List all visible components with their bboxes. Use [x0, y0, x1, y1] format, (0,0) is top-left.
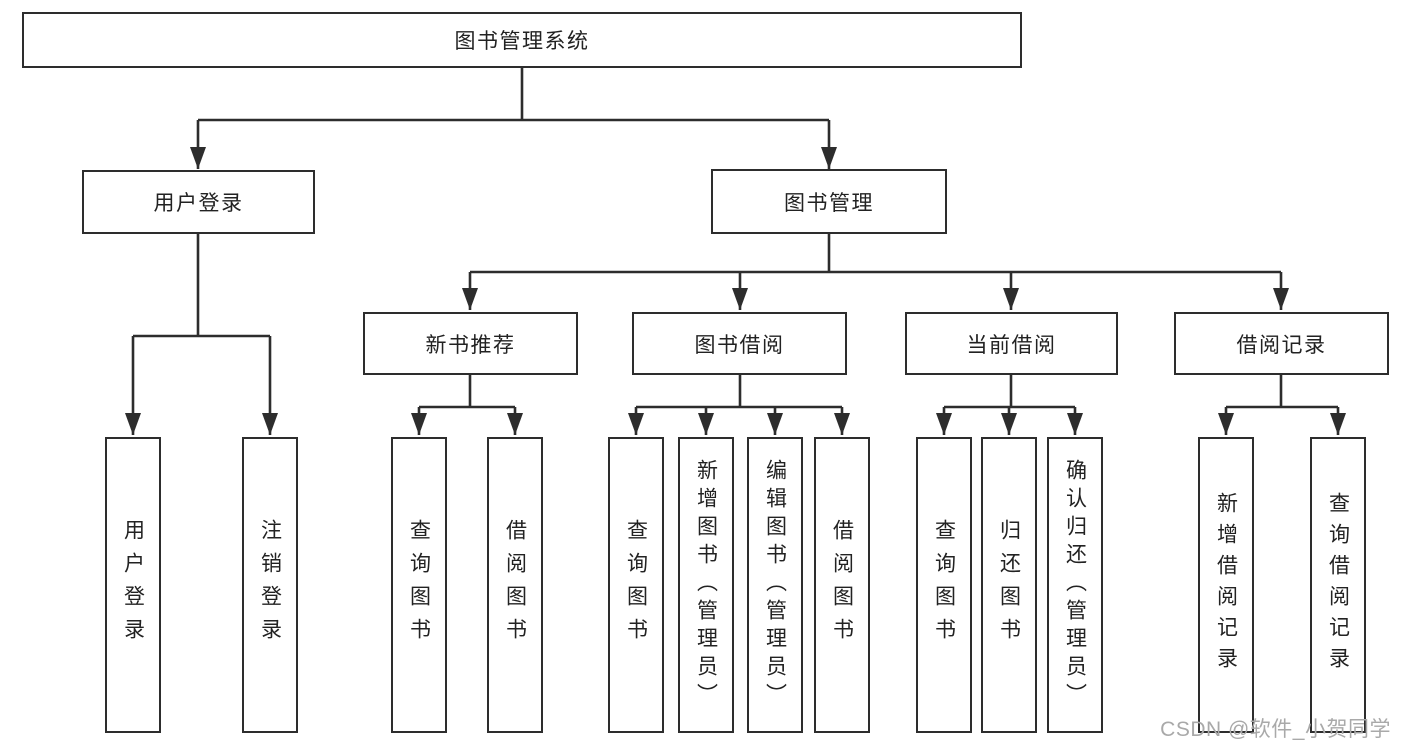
node-label: 借阅图书	[830, 519, 854, 651]
node-label: 编辑图书（管理员）	[763, 459, 787, 711]
connector-book-mgmt-split	[470, 234, 1281, 274]
node-book-borrowing: 图书借阅	[632, 312, 847, 375]
node-label: 借阅图书	[503, 519, 527, 651]
node-current-borrowing: 当前借阅	[905, 312, 1118, 375]
node-borrowing-records: 借阅记录	[1174, 312, 1389, 375]
leaf-user-login: 用户登录	[105, 437, 161, 733]
connector-borrow-split	[636, 375, 842, 409]
node-label: 当前借阅	[966, 333, 1057, 357]
leaf-query-borrow-record: 查询借阅记录	[1310, 437, 1366, 733]
connector-root-split	[198, 68, 829, 122]
leaf-query-books: 查询图书	[608, 437, 664, 733]
node-label: 新增图书（管理员）	[694, 459, 718, 711]
connector-user-login-split	[133, 234, 270, 338]
connector-records-split	[1226, 375, 1338, 409]
node-label: 查询图书	[932, 519, 956, 651]
node-label: 图书借阅	[694, 333, 785, 357]
node-book-management: 图书管理	[711, 169, 947, 234]
leaf-borrow-books: 借阅图书	[487, 437, 543, 733]
node-new-book-recommendation: 新书推荐	[363, 312, 578, 375]
node-label: 查询借阅记录	[1326, 492, 1350, 678]
node-label: 借阅记录	[1236, 333, 1327, 357]
node-label: 查询图书	[407, 519, 431, 651]
node-label: 用户登录	[153, 192, 244, 215]
node-label: 查询图书	[624, 519, 648, 651]
node-label: 归还图书	[997, 519, 1021, 651]
connector-new-rec-split	[419, 375, 515, 409]
node-label: 确认归还（管理员）	[1063, 459, 1087, 711]
leaf-query-books: 查询图书	[391, 437, 447, 733]
node-label: 注销登录	[258, 519, 282, 651]
node-label: 新增借阅记录	[1214, 492, 1238, 678]
leaf-return-books: 归还图书	[981, 437, 1037, 733]
node-label: 图书管理	[784, 191, 874, 215]
leaf-add-borrow-record: 新增借阅记录	[1198, 437, 1254, 733]
leaf-confirm-return-admin: 确认归还（管理员）	[1047, 437, 1103, 733]
node-label: 用户登录	[121, 519, 145, 651]
node-label: 图书管理系统	[454, 30, 590, 53]
leaf-add-books-admin: 新增图书（管理员）	[678, 437, 734, 733]
leaf-query-books: 查询图书	[916, 437, 972, 733]
leaf-borrow-books: 借阅图书	[814, 437, 870, 733]
node-label: 新书推荐	[425, 333, 516, 357]
leaf-logout: 注销登录	[242, 437, 298, 733]
node-user-login: 用户登录	[82, 170, 315, 234]
connector-current-split	[944, 375, 1075, 409]
csdn-watermark: CSDN @软件_小贺同学	[1160, 718, 1391, 741]
node-library-management-system: 图书管理系统	[22, 12, 1022, 68]
leaf-edit-books-admin: 编辑图书（管理员）	[747, 437, 803, 733]
